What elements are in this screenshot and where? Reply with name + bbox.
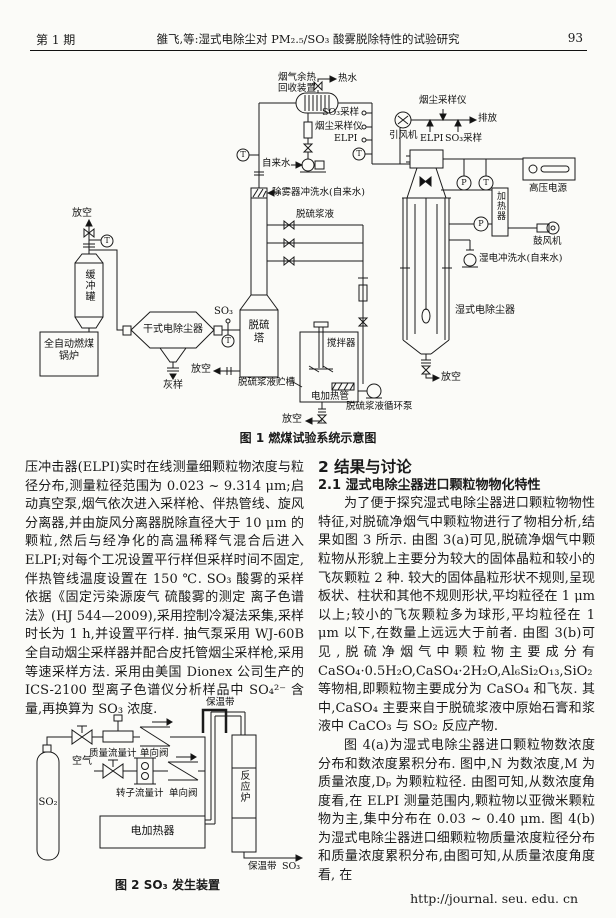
fig1-stirrer-label: 搅拌器 [327, 338, 356, 349]
left-column-paragraph: 压冲击器(ELPI)实时在线测量细颗粒物浓度与粒径分布,测量粒径范围为 0.02… [25, 460, 304, 717]
fig2-rotameter-label: 转子流量计 [116, 788, 164, 799]
fig1-id-fan-label: 引风机 [389, 130, 418, 141]
thermometer-gauge-icon: T [225, 336, 231, 345]
fig1-dust-sampler-label-2: 烟尘采样仪 [419, 95, 467, 106]
right-column: 2 结果与讨论 2.1 湿式电除尘器进口颗粒物物化特性 为了便于探究湿式电除尘器… [318, 458, 595, 886]
thermometer-gauge-icon: T [240, 150, 246, 159]
fig1-tap-water-label: 自来水 [262, 158, 291, 169]
pressure-gauge-icon: P [461, 178, 467, 187]
fig1-so3-sampling-label-2: SO₃采样 [445, 133, 483, 144]
right-column-paragraph-1: 为了便于探究湿式电除尘器进口颗粒物物性特征,对脱硫净烟气中颗粒物进行了物相分析,… [318, 496, 595, 735]
fig2-check-valve-label-1: 单向阀 [140, 748, 169, 759]
fig1-vent-label-1: 放空 [72, 208, 92, 219]
header-running-title: 雒飞,等:湿式电除尘对 PM₂.₅/SO₃ 酸雾脱除特性的试验研究 [156, 32, 460, 46]
subsection-heading: 2.1 湿式电除尘器进口颗粒物物化特性 [318, 477, 541, 493]
fig1-boiler-label: 全自动燃煤 锅炉 [44, 339, 94, 362]
fig1-wesp-label: 湿式电除尘器 [455, 305, 515, 316]
fig2-reactor-label: 反应炉 [238, 770, 249, 803]
fig1-heater-label: 加热器 [495, 191, 505, 221]
fig1-buffer-tank-label: 缓冲罐 [83, 269, 94, 302]
left-column: 压冲击器(ELPI)实时在线测量细颗粒物浓度与粒径分布,测量粒径范围为 0.02… [25, 459, 304, 719]
fig1-hot-water-label: 热水 [338, 73, 358, 84]
fig1-demister-wash-label: 除雾器冲洗水(自来水) [272, 187, 365, 198]
fig1-hv-supply-label: 高压电源 [529, 183, 568, 194]
fig1-desulf-tower-label: 脱硫 塔 [248, 319, 270, 344]
fig1-dust-sampler-label-1: 烟尘采样仪 [315, 121, 363, 132]
fig1-slurry-tank-label: 脱硫浆液贮槽 [238, 377, 296, 388]
header-page-number: 93 [567, 31, 583, 45]
fig1-circulation-pump-label: 脱硫浆液循环泵 [346, 401, 413, 412]
fig1-discharge-label: 排放 [478, 113, 498, 124]
header-rule [30, 50, 587, 51]
fig1-ash-sample-label: 灰样 [163, 380, 183, 391]
fig1-elpi-label-2: ELPI [420, 133, 444, 144]
thermometer-gauge-icon: T [356, 149, 362, 158]
fig2-mass-flowmeter-label: 质量流量计 [89, 748, 137, 759]
figure1-caption: 图 1 燃煤试验系统示意图 [239, 431, 377, 445]
fig2-check-valve-label-2: 单向阀 [169, 788, 198, 799]
fig1-wesp-wash-label: 湿电冲洗水(自来水) [479, 253, 563, 264]
fig1-elpi-label-1: ELPI [334, 133, 358, 144]
fig2-so3-out-label: SO₃ [282, 861, 301, 872]
section-heading: 2 结果与讨论 [318, 458, 412, 476]
thermometer-gauge-icon: T [104, 236, 110, 245]
fig2-electric-heater-label: 电加热器 [130, 824, 175, 837]
pressure-gauge-icon: P [478, 219, 484, 228]
fig2-insulation-band-label-top: 保温带 [206, 697, 235, 708]
fig1-dry-esp-label: 干式电除尘器 [143, 324, 203, 335]
fig1-slurry-label: 脱硫浆液 [296, 209, 335, 220]
thermometer-gauge-icon: T [483, 178, 489, 187]
fig2-so2-cylinder-label: SO₂ [38, 797, 58, 808]
fig1-vent-label-3: 放空 [282, 414, 302, 425]
fig1-heat-recovery-label: 烟气余热 回收装置 [277, 72, 316, 94]
header-issue: 第 1 期 [36, 33, 76, 47]
fig2-insulation-band-label-bottom: 保温带 [248, 861, 277, 872]
right-column-paragraph-2: 图 4(a)为湿式电除尘器进口颗粒物数浓度分布和数浓度累积分布. 图中,N 为数… [318, 737, 595, 884]
journal-url: http://journal. seu. edu. cn [410, 891, 578, 906]
figure2-caption: 图 2 SO₃ 发生装置 [115, 878, 220, 892]
fig1-so3-label: SO₃ [214, 306, 234, 317]
fig2-air-label: 空气 [72, 756, 92, 767]
fig1-so3-sampling-label-1: SO₃采样 [322, 107, 360, 118]
fig1-blower-label: 鼓风机 [533, 236, 562, 247]
fig1-heating-tube-label: 电加热管 [311, 391, 350, 402]
fig1-vent-label-2: 放空 [191, 364, 211, 375]
fig1-vent-label-4: 放空 [441, 372, 461, 383]
